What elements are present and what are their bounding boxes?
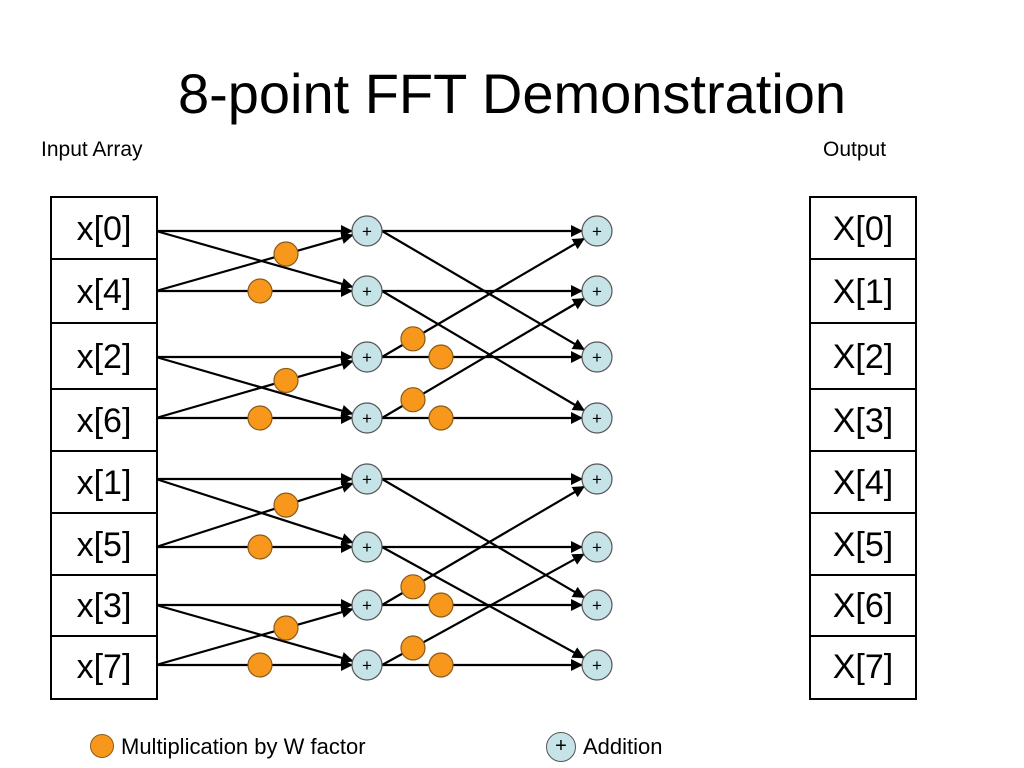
multiplier-node — [247, 652, 273, 678]
adder-symbol: + — [592, 222, 602, 241]
adder-symbol: + — [362, 596, 372, 615]
output-cell: X[1] — [811, 260, 915, 324]
adder-node: + — [351, 402, 383, 434]
adder-node: + — [351, 463, 383, 495]
input-cell: x[6] — [52, 390, 156, 452]
multiplier-node — [400, 574, 426, 600]
multiplier-node — [428, 405, 454, 431]
butterfly-edge — [381, 290, 585, 412]
output-caption: Output — [823, 138, 887, 161]
butterfly-edge — [155, 355, 354, 417]
multiplier-node — [273, 367, 299, 394]
output-array: X[0] X[1] X[2] X[3] X[4] X[5] X[6] X[7] — [809, 196, 917, 700]
input-cell: x[7] — [76, 648, 132, 686]
input-cell: x[5] — [52, 514, 156, 576]
output-cell: X[7] — [832, 648, 894, 686]
adder-symbol: + — [362, 538, 372, 557]
input-array-caption: Input Array — [41, 138, 143, 161]
adder-node: + — [351, 215, 383, 247]
input-cell: x[0] — [52, 198, 156, 260]
input-cell: x[4] — [52, 260, 156, 324]
output-cell: X[2] — [811, 324, 915, 390]
page-title: 8-point FFT Demonstration — [177, 62, 847, 125]
butterfly-edge — [381, 546, 585, 659]
butterfly-edge — [155, 232, 354, 293]
multiplier-node — [400, 326, 426, 352]
multiplier-node — [247, 405, 273, 431]
multiplier-node — [428, 344, 454, 370]
adder-symbol: + — [592, 470, 602, 489]
butterfly-edge — [155, 603, 354, 664]
multiplier-node — [428, 652, 454, 678]
adder-node: + — [581, 649, 613, 681]
adder-node: + — [581, 463, 613, 495]
adder-symbol: + — [362, 222, 372, 241]
input-cell: x[1] — [52, 452, 156, 514]
adder-symbol: + — [362, 470, 372, 489]
adder-symbol: + — [592, 596, 602, 615]
adder-symbol: + — [592, 282, 602, 301]
multiplier-node — [428, 592, 454, 618]
adder-node: + — [581, 589, 613, 621]
adder-node: + — [581, 275, 613, 307]
adder-symbol: + — [592, 656, 602, 675]
butterfly-edge — [155, 358, 354, 420]
adder-node: + — [351, 341, 383, 373]
adder-node: + — [581, 402, 613, 434]
adder-nodes: + + + + + + + + + + + + + + + + — [351, 215, 613, 681]
adder-node: + — [351, 275, 383, 307]
multiplier-nodes — [247, 241, 454, 678]
adder-symbol: + — [362, 656, 372, 675]
legend-multiplication-label: Multiplication by W factor — [121, 734, 366, 759]
input-cell: x[3] — [52, 576, 156, 637]
input-cell: x[2] — [52, 324, 156, 390]
adder-symbol: + — [362, 282, 372, 301]
adder-node: + — [581, 531, 613, 563]
adder-node: + — [351, 531, 383, 563]
multiplier-node — [273, 492, 299, 518]
adder-symbol: + — [592, 348, 602, 367]
butterfly-edge — [155, 477, 354, 545]
input-array: x[0] x[4] x[2] x[6] x[1] x[5] x[3] x[7] — [50, 196, 158, 700]
adder-node: + — [581, 215, 613, 247]
output-cell: X[5] — [811, 514, 915, 576]
adder-node: + — [581, 341, 613, 373]
output-cell: X[0] — [811, 198, 915, 260]
adder-node: + — [351, 589, 383, 621]
multiplier-node — [247, 278, 273, 304]
butterfly-edge — [381, 478, 585, 599]
multiplier-node — [273, 615, 299, 641]
multiplier-node — [273, 241, 299, 267]
multiplier-node — [400, 635, 426, 661]
butterfly-edge — [155, 229, 354, 290]
adder-symbol: + — [362, 409, 372, 428]
output-cell: X[6] — [811, 576, 915, 637]
butterfly-edge — [155, 481, 354, 549]
adder-node: + — [351, 649, 383, 681]
multiplier-node — [400, 387, 426, 413]
multiplier-icon — [90, 734, 114, 758]
adder-symbol: + — [592, 409, 602, 428]
butterfly-edge — [155, 606, 354, 667]
output-cell: X[4] — [811, 452, 915, 514]
adder-symbol: + — [362, 348, 372, 367]
output-cell: X[3] — [811, 390, 915, 452]
adder-symbol: + — [592, 538, 602, 557]
legend-addition-label: Addition — [583, 734, 663, 759]
multiplier-node — [247, 534, 273, 560]
adder-icon: + — [546, 732, 576, 762]
